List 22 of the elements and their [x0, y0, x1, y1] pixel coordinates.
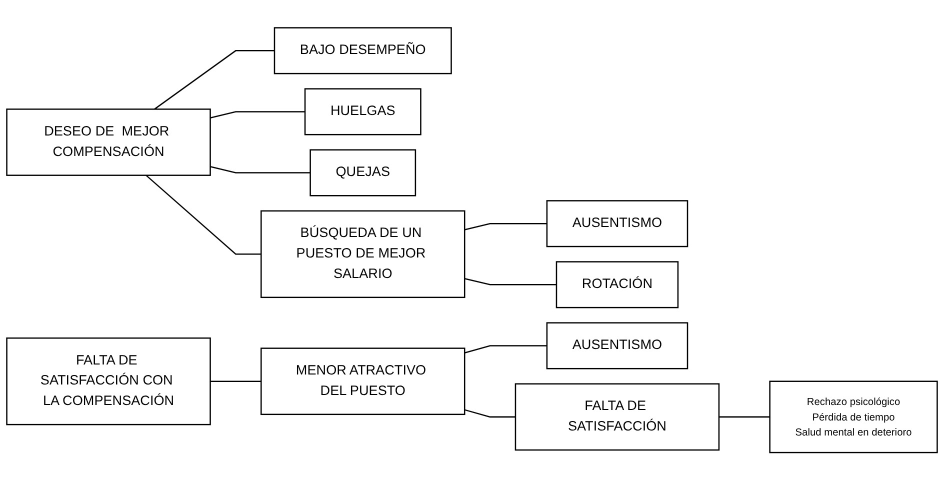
node-box: MENOR ATRACTIVO DEL PUESTO — [260, 347, 466, 415]
node-box: AUSENTISMO — [546, 200, 688, 247]
node-box: FALTA DE SATISFACCIÓN CON LA COMPENSACIÓN — [6, 337, 211, 426]
connector — [210, 166, 310, 174]
node-box: DESEO DE MEJOR COMPENSACIÓN — [6, 108, 211, 176]
node-box: FALTA DE SATISFACCIÓN — [514, 383, 720, 450]
node-box: ROTACIÓN — [556, 260, 679, 308]
connector — [464, 344, 547, 354]
connector — [464, 409, 516, 418]
node-box: AUSENTISMO — [546, 322, 688, 370]
node-box: HUELGAS — [304, 88, 422, 136]
node-box: BÚSQUEDA DE UN PUESTO DE MEJOR SALARIO — [260, 210, 466, 298]
connector — [464, 222, 547, 230]
node-box: BAJO DESEMPEÑO — [274, 26, 452, 74]
node-box: QUEJAS — [310, 149, 416, 196]
connector — [210, 380, 262, 382]
connector — [464, 278, 556, 286]
connector — [210, 110, 306, 118]
connector — [718, 416, 770, 418]
node-box: Rechazo psicológico Pérdida de tiempo Salud mental en deterioro — [769, 380, 938, 453]
connector — [154, 50, 274, 110]
connector — [146, 174, 262, 255]
